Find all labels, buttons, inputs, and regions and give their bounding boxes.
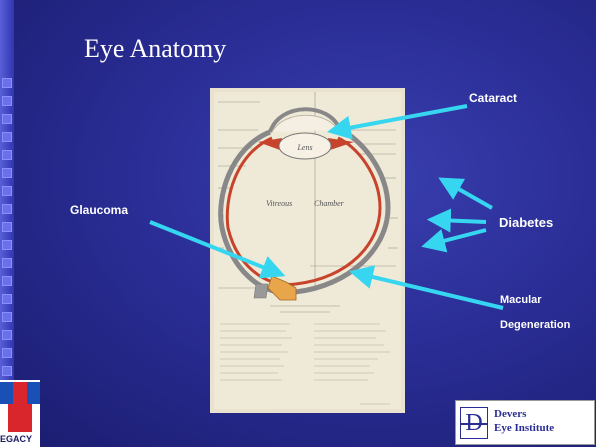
diabetes-label: Diabetes [499, 215, 553, 230]
devers-eye-institute-logo: D Devers Eye Institute [455, 400, 595, 445]
cataract-arrow [338, 106, 467, 130]
devers-name-line1: Devers [494, 407, 554, 421]
degeneration-label: Degeneration [500, 319, 570, 331]
glaucoma-arrow [150, 222, 275, 272]
cataract-label: Cataract [469, 91, 517, 105]
glaucoma-label: Glaucoma [70, 203, 128, 217]
legacy-logo-text: EGACY [0, 434, 40, 444]
legacy-logo: EGACY [0, 380, 40, 447]
diabetes-arrow-1 [448, 183, 492, 208]
macular-label: Macular [500, 294, 542, 306]
devers-d-mark: D [460, 407, 488, 439]
macular-arrow [360, 274, 503, 308]
diabetes-arrow-3 [432, 230, 486, 244]
diabetes-arrow-2 [438, 220, 486, 222]
devers-name-line2: Eye Institute [494, 421, 554, 435]
